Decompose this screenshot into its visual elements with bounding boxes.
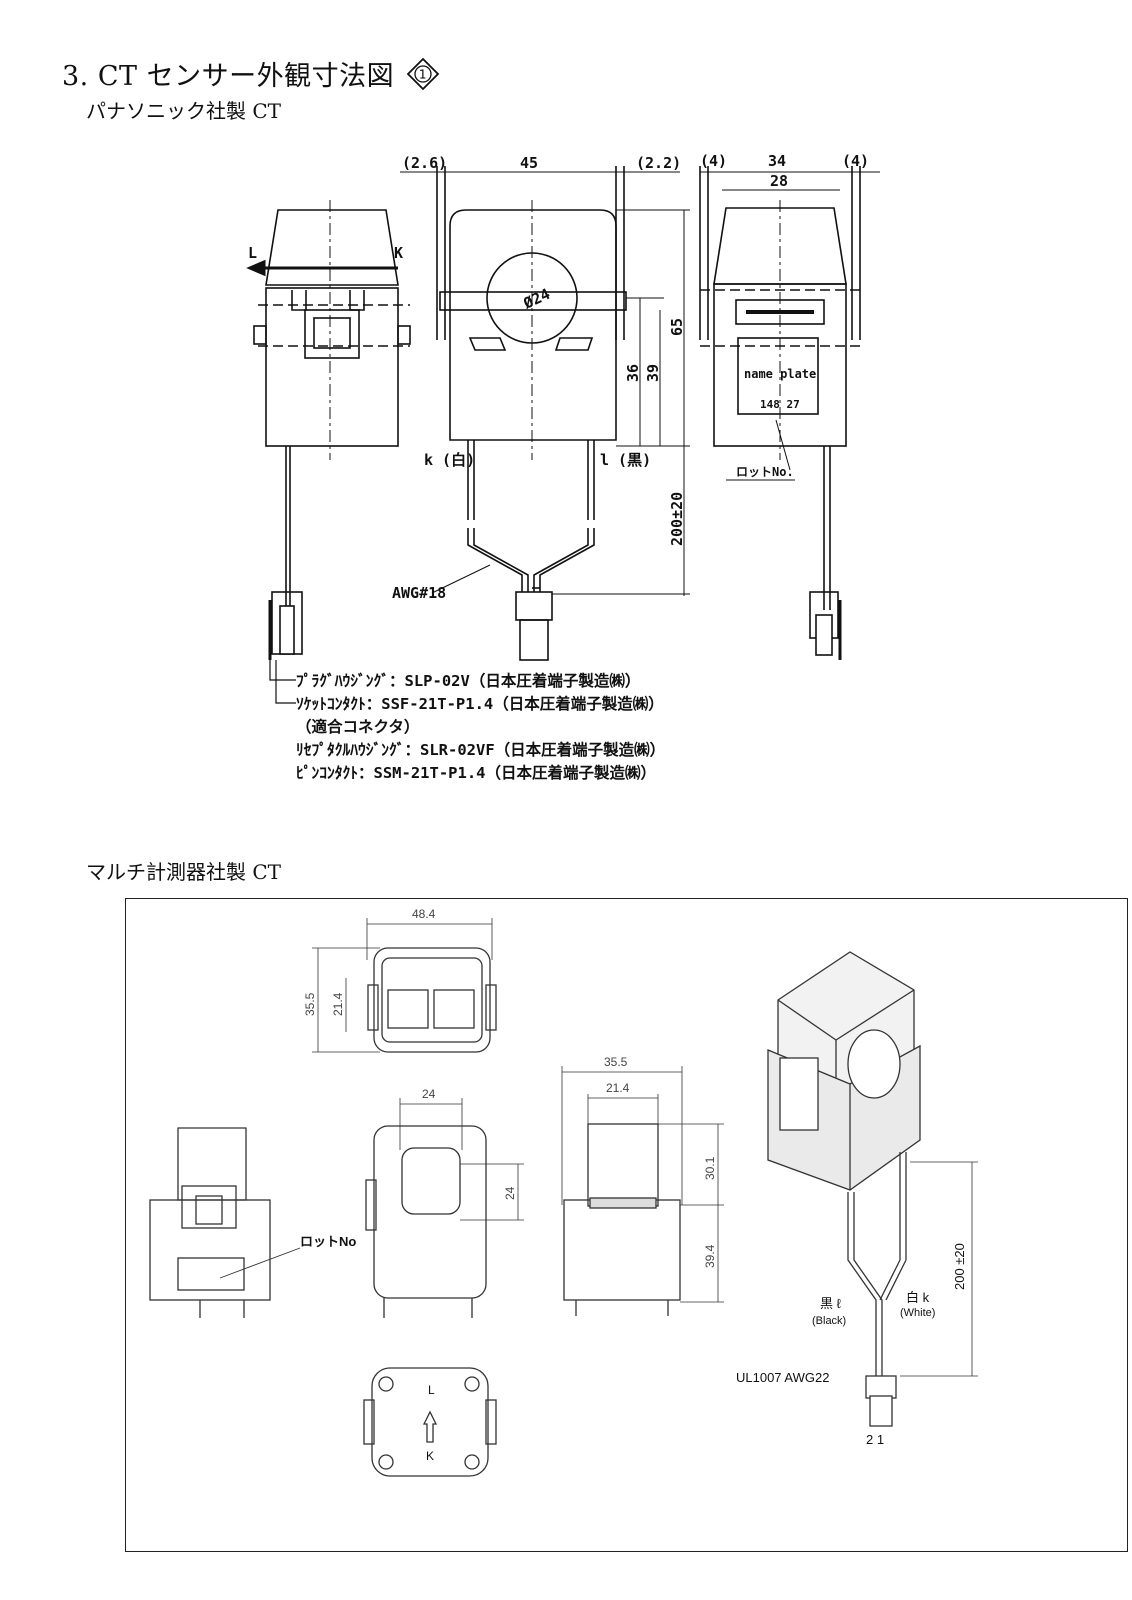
dim-width: 45 bbox=[520, 154, 538, 172]
multi-heading: マルチ計測器社製 CT bbox=[86, 860, 281, 884]
dim-side-width: 35.5 bbox=[604, 1055, 628, 1069]
lead-label-k: k (白) bbox=[424, 451, 475, 469]
dim-top-inner: 21.4 bbox=[331, 992, 345, 1016]
dim-side-upper: 30.1 bbox=[703, 1156, 717, 1180]
side-view-right bbox=[699, 166, 880, 660]
bottom-view bbox=[363, 1367, 497, 1477]
dim-top-height: 35.5 bbox=[303, 992, 317, 1016]
black-wire-label: 黒 ℓ bbox=[820, 1296, 842, 1311]
dim-right-gap: (2.2) bbox=[636, 154, 681, 172]
dim-side-left: (4) bbox=[700, 152, 727, 170]
note-leader-lines bbox=[269, 660, 296, 704]
black-wire-en: (Black) bbox=[812, 1315, 846, 1327]
cable-spec-label: UL1007 AWG22 bbox=[736, 1370, 829, 1385]
connector-notes: ﾌﾟﾗｸﾞﾊｳｼﾞﾝｸﾞ：SLP-02V（日本圧着端子製造㈱） ｿｹｯﾄｺﾝﾀｸ… bbox=[296, 670, 665, 785]
panasonic-ct-drawing: (2.6) 45 (2.2) (4) 34 28 (4) Ø24 36 39 6… bbox=[246, 152, 880, 661]
note-receptacle-housing: ﾘｾﾌﾟﾀｸﾙﾊｳｼﾞﾝｸﾞ：SLR-02VF（日本圧着端子製造㈱） bbox=[296, 741, 666, 759]
top-view bbox=[312, 918, 497, 1053]
dim-side-width: 34 bbox=[768, 152, 786, 170]
note-socket-contact: ｿｹｯﾄｺﾝﾀｸﾄ：SSF-21T-P1.4（日本圧着端子製造㈱） bbox=[296, 695, 664, 713]
dim-lead-length: 200 ±20 bbox=[952, 1243, 967, 1290]
section-title-text: 3. CT センサー外観寸法図 bbox=[62, 61, 395, 92]
white-wire-label: 白 k bbox=[906, 1290, 930, 1305]
bottom-k-label: K bbox=[426, 1449, 434, 1463]
dim-side-inner: 21.4 bbox=[606, 1081, 630, 1095]
revision-number: 1 bbox=[419, 67, 427, 81]
multi-ct-drawing-frame bbox=[125, 898, 1128, 1552]
white-wire-en: (White) bbox=[900, 1307, 935, 1319]
dim-front-hole-width: 24 bbox=[422, 1087, 436, 1101]
dim-lead: 200±20 bbox=[668, 492, 686, 546]
pin-numbers: 2 1 bbox=[866, 1432, 884, 1447]
section-title: 3. CT センサー外観寸法図 1 bbox=[62, 54, 440, 93]
side-view-multi bbox=[561, 1066, 724, 1316]
dim-side-lower: 39.4 bbox=[703, 1244, 717, 1268]
front-view bbox=[436, 166, 627, 661]
left-view bbox=[149, 1127, 301, 1318]
nameplate-number: 148 27 bbox=[760, 398, 800, 411]
dim-front-hole-height: 24 bbox=[503, 1186, 517, 1200]
front-dimension-lines bbox=[400, 171, 690, 596]
arrow-label-l: L bbox=[248, 244, 257, 262]
front-view-multi bbox=[365, 1098, 524, 1318]
lot-label: ロットNo. bbox=[736, 465, 794, 479]
nameplate-label: name plate bbox=[744, 367, 816, 381]
lot-no-label: ロットNo bbox=[300, 1234, 356, 1249]
dim-65: 65 bbox=[668, 318, 686, 336]
note-plug-housing: ﾌﾟﾗｸﾞﾊｳｼﾞﾝｸﾞ：SLP-02V（日本圧着端子製造㈱） bbox=[296, 672, 641, 690]
dim-side-inner: 28 bbox=[770, 172, 788, 190]
panasonic-heading: パナソニック社製 CT bbox=[86, 99, 281, 123]
side-view-left bbox=[253, 200, 411, 660]
direction-arrow bbox=[246, 259, 398, 277]
note-pin-contact: ﾋﾟﾝｺﾝﾀｸﾄ：SSM-21T-P1.4（日本圧着端子製造㈱） bbox=[296, 764, 656, 782]
awg-label: AWG#18 bbox=[392, 584, 446, 602]
dim-top-width: 48.4 bbox=[412, 907, 436, 921]
dim-39: 39 bbox=[644, 364, 662, 382]
arrow-label-k: K bbox=[394, 244, 403, 262]
dim-left-gap: (2.6) bbox=[402, 154, 447, 172]
dim-hole: Ø24 bbox=[520, 285, 553, 313]
bottom-l-label: L bbox=[428, 1383, 435, 1397]
multi-ct-drawing: 48.4 35.5 21.4 24 24 35.5 21.4 30.1 39.4… bbox=[149, 907, 978, 1477]
note-mating-header: （適合コネクタ） bbox=[296, 718, 420, 736]
revision-diamond-icon: 1 bbox=[406, 57, 440, 90]
dim-side-right: (4) bbox=[842, 152, 869, 170]
lead-label-l: l (黒) bbox=[600, 451, 651, 469]
isometric-view bbox=[767, 951, 978, 1427]
dim-36: 36 bbox=[624, 364, 642, 382]
